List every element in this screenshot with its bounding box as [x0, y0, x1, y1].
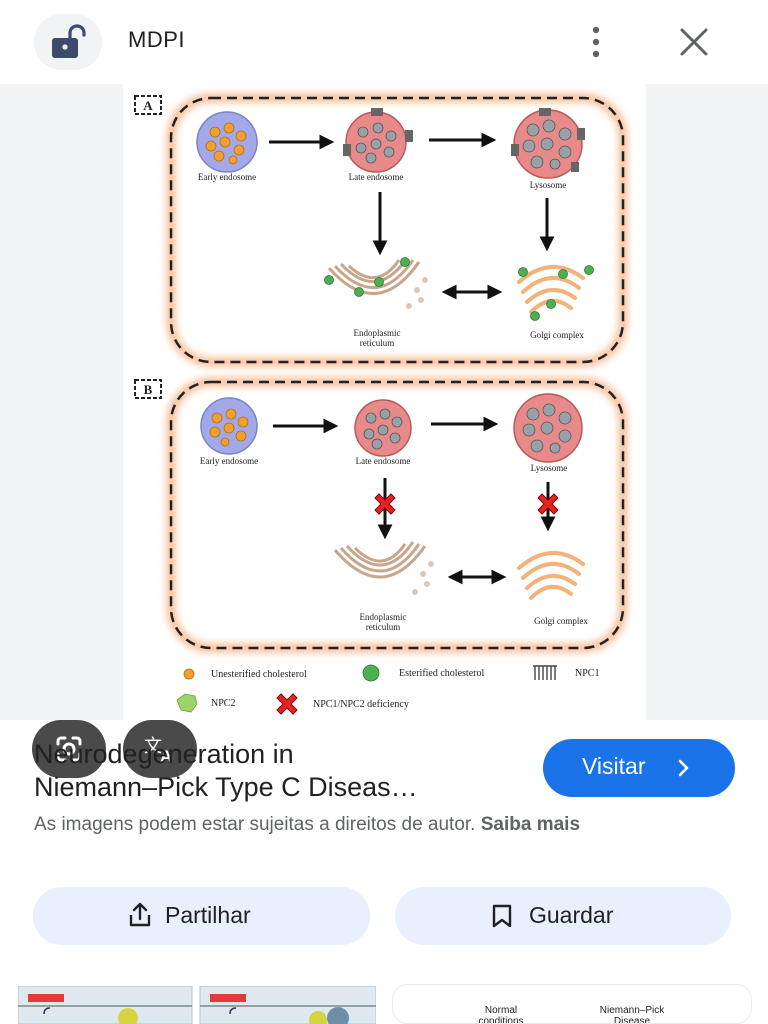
copyright-notice: As imagens podem estar sujeitas a direit… — [34, 812, 734, 838]
late-endosome-label: Late endosome — [349, 172, 404, 182]
er-label-line1: Endoplasmic — [354, 328, 401, 338]
title-line-2: Niemann–Pick Type C Diseas… — [34, 772, 418, 802]
visit-button[interactable]: Visitar — [543, 739, 735, 797]
copyright-text: As imagens podem estar sujeitas a direit… — [34, 814, 476, 835]
site-icon[interactable] — [34, 14, 102, 70]
legend-unesterified: Unesterified cholesterol — [211, 669, 307, 680]
share-label: Partilhar — [165, 902, 251, 928]
legend-npc2: NPC2 — [211, 698, 235, 709]
panel-b-label: B — [144, 382, 153, 397]
unlock-icon — [52, 24, 86, 58]
translate-button[interactable]: 文 A — [123, 720, 197, 778]
related-thumbnail-1 — [18, 986, 376, 1024]
related-col2-label: Niemann–Pick Disease — [599, 1005, 665, 1024]
more-vert-icon — [592, 26, 600, 58]
chevron-right-icon — [678, 759, 689, 777]
close-icon — [680, 28, 708, 56]
panel-b: B Early endosome Late endo — [134, 378, 627, 652]
legend-esterified: Esterified cholesterol — [399, 668, 484, 679]
title-line-1: Neurodegeneration in — [34, 739, 294, 769]
early-endosome-label: Early endosome — [198, 172, 256, 182]
close-button[interactable] — [672, 20, 716, 64]
visit-label: Visitar — [582, 753, 646, 779]
related-col1-label: Normal conditions — [478, 1005, 524, 1024]
top-bar: MDPI — [0, 0, 768, 84]
bookmark-icon — [492, 904, 512, 928]
lens-icon — [56, 736, 82, 762]
panel-a-label: A — [143, 98, 153, 113]
more-options-button[interactable] — [578, 22, 614, 62]
legend-npc1: NPC1 — [575, 668, 599, 679]
share-icon — [129, 902, 151, 927]
site-name: MDPI — [128, 27, 185, 52]
related-image-1[interactable] — [18, 986, 376, 1024]
panel-a: A Early endosome — [134, 94, 627, 366]
svg-text:文: 文 — [144, 736, 162, 757]
early-endosome-label-b: Early endosome — [200, 456, 258, 466]
save-label: Guardar — [529, 902, 614, 928]
golgi-label: Golgi complex — [530, 330, 584, 340]
golgi-label-b: Golgi complex — [534, 616, 588, 626]
figure-legend: Unesterified cholesterol Esterified chol… — [176, 664, 599, 715]
svg-text:A: A — [160, 747, 172, 766]
figure-image[interactable]: A Early endosome — [123, 84, 646, 720]
legend-deficiency: NPC1/NPC2 deficiency — [313, 699, 409, 710]
er-label-b-line1: Endoplasmic — [360, 612, 407, 622]
image-preview-area: A Early endosome — [0, 84, 768, 778]
lens-search-button[interactable] — [32, 720, 106, 778]
result-title[interactable]: Neurodegeneration in Niemann–Pick Type C… — [34, 738, 524, 804]
er-label-b-line2: reticulum — [366, 622, 401, 632]
lysosome-label-b: Lysosome — [531, 463, 568, 473]
er-label-line2: reticulum — [360, 338, 395, 348]
learn-more-link[interactable]: Saiba mais — [480, 814, 581, 835]
late-endosome-label-b: Late endosome — [356, 456, 411, 466]
lysosome-label: Lysosome — [530, 180, 567, 190]
translate-icon: 文 A — [144, 736, 172, 766]
save-button[interactable]: Guardar — [395, 887, 731, 945]
related-image-2[interactable]: Normal conditions Niemann–Pick Disease — [392, 984, 752, 1024]
share-button[interactable]: Partilhar — [33, 887, 370, 945]
